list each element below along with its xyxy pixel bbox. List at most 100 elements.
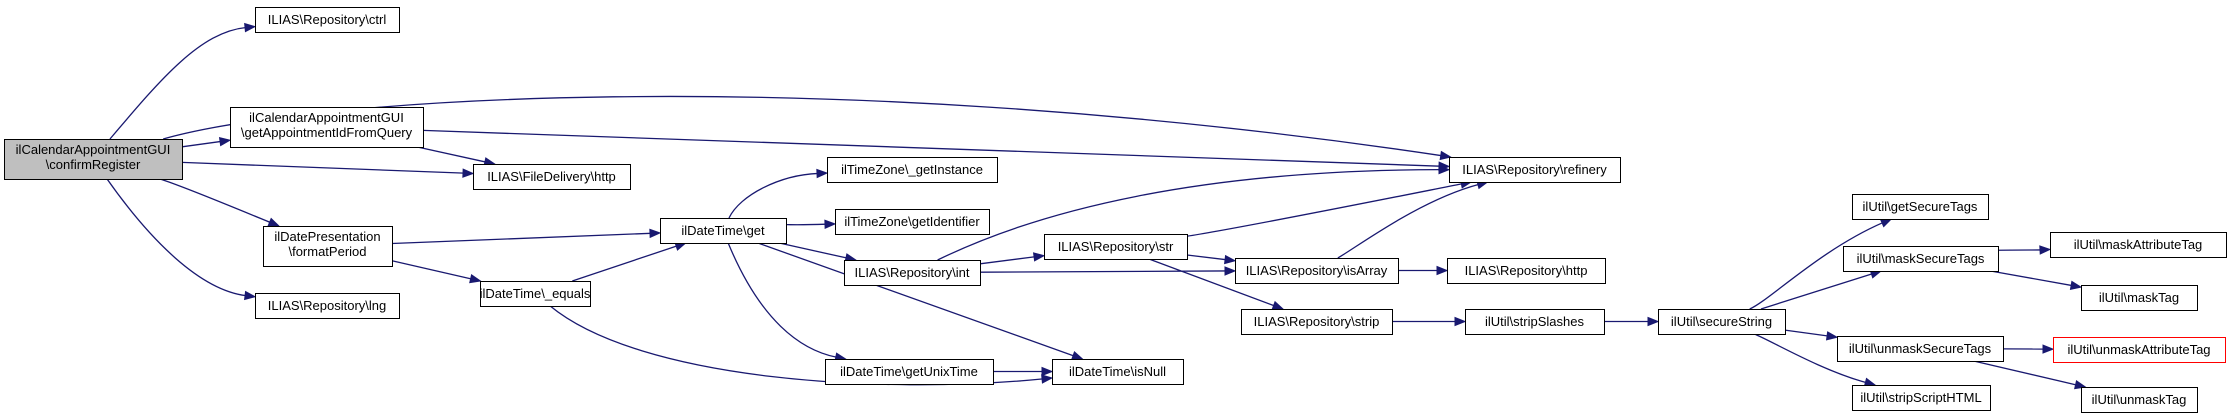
edge-line (779, 242, 848, 259)
node-label: \confirmRegister (46, 157, 141, 172)
edge-unmask-secure-tags-to-unmask-tag (1973, 360, 2087, 390)
node-box (835, 209, 990, 235)
edge-line (159, 178, 271, 224)
node-unmask-attribute-tag[interactable]: ilUtil\unmaskAttributeTag (2053, 337, 2226, 363)
edge-line (1754, 333, 1867, 384)
arrowhead-icon (1032, 252, 1046, 262)
edge-strip-slashes-to-secure-string (1604, 316, 1660, 327)
edge-is-array-to-refinery (1337, 180, 1489, 259)
node-unmask-tag[interactable]: ilUtil\unmaskTag (2081, 387, 2198, 413)
node-fd-http[interactable]: ILIAS\FileDelivery\http (473, 164, 631, 190)
node-mask-attribute-tag[interactable]: ilUtil\maskAttributeTag (2050, 232, 2227, 258)
node-strip-script-html[interactable]: ilUtil\stripScriptHTML (1852, 385, 1991, 411)
arrowhead-icon (1224, 266, 1237, 276)
node-get-secure-tags[interactable]: ilUtil\getSecureTags (1852, 194, 1989, 220)
arrowhead-icon (244, 22, 257, 33)
arrowhead-icon (1041, 366, 1054, 377)
edge-equals-to-get (572, 241, 687, 282)
node-mask-secure-tags[interactable]: ilUtil\maskSecureTags (1843, 246, 1999, 272)
node-box (480, 281, 591, 307)
node-box (1052, 359, 1184, 385)
edge-line (417, 146, 487, 163)
node-box (263, 226, 393, 267)
arrowhead-icon (462, 168, 475, 178)
node-repo-http[interactable]: ILIAS\Repository\http (1447, 258, 1606, 284)
node-root[interactable]: ilCalendarAppointmentGUI\confirmRegister (4, 139, 183, 180)
edge-root-to-format-period (159, 178, 281, 227)
node-secure-string[interactable]: ilUtil\secureString (1658, 309, 1786, 335)
node-is-array[interactable]: ILIAS\Repository\isArray (1235, 258, 1399, 284)
node-label: ilUtil\secureString (1671, 314, 1772, 329)
edge-repo-int-to-is-array (979, 266, 1237, 276)
edge-line (1337, 183, 1480, 259)
node-strip[interactable]: ILIAS\Repository\strip (1241, 309, 1393, 335)
edge-line (1784, 329, 1829, 337)
node-label: ILIAS\Repository\strip (1254, 314, 1380, 329)
node-ctrl[interactable]: ILIAS\Repository\ctrl (255, 7, 400, 33)
node-tz-get-identifier[interactable]: ilTimeZone\getIdentifier (835, 209, 990, 235)
node-box (1447, 258, 1606, 284)
node-lng[interactable]: ILIAS\Repository\lng (255, 293, 400, 319)
node-repo-int[interactable]: ILIAS\Repository\int (844, 260, 981, 286)
node-refinery[interactable]: ILIAS\Repository\refinery (1449, 157, 1621, 183)
call-graph-edges (106, 22, 2087, 390)
edge-line (728, 172, 819, 219)
node-tz-get-instance[interactable]: ilTimeZone\_getInstance (827, 157, 998, 183)
edge-root-to-fd-http (181, 161, 475, 178)
node-label: ilUtil\maskTag (2099, 290, 2179, 305)
edge-repo-int-to-repo-str (979, 252, 1046, 265)
edge-unmask-secure-tags-to-unmask-attribute-tag (2002, 344, 2055, 354)
arrowhead-icon (649, 228, 662, 239)
node-box (2050, 232, 2227, 258)
node-unmask-secure-tags[interactable]: ilUtil\unmaskSecureTags (1837, 336, 2004, 362)
node-get[interactable]: ilDateTime\get (660, 218, 787, 244)
edge-secure-string-to-unmask-secure-tags (1784, 329, 1839, 341)
edge-repo-str-to-refinery (1186, 179, 1473, 237)
node-box (1837, 336, 2004, 362)
node-repo-str[interactable]: ILIAS\Repository\str (1044, 234, 1188, 260)
node-label: ilCalendarAppointmentGUI (249, 110, 404, 125)
node-box (1241, 309, 1393, 335)
node-label: ilUtil\unmaskSecureTags (1849, 341, 1992, 356)
node-label: ilUtil\unmaskAttributeTag (2067, 342, 2210, 357)
edge-line (1760, 273, 1873, 310)
edge-repo-int-to-refinery (937, 164, 1451, 261)
edge-repo-str-to-is-array (1186, 254, 1237, 265)
edge-line (391, 232, 652, 245)
edge-line (109, 26, 247, 140)
node-format-period[interactable]: ilDatePresentation\formatPeriod (263, 226, 393, 267)
edge-root-to-lng (106, 178, 257, 301)
edge-mask-secure-tags-to-mask-attribute-tag (1997, 245, 2052, 255)
node-is-null[interactable]: ilDateTime\isNull (1052, 359, 1184, 385)
node-box (230, 107, 424, 148)
node-label: ILIAS\Repository\str (1058, 239, 1174, 254)
edge-line (181, 140, 222, 148)
edge-line (1990, 270, 2073, 287)
edge-root-to-get-appt-id (181, 136, 232, 148)
node-label: ilUtil\maskSecureTags (1857, 251, 1985, 266)
node-label: ilTimeZone\getIdentifier (844, 214, 980, 229)
node-box (4, 139, 183, 180)
arrowhead-icon (2074, 380, 2087, 390)
node-equals[interactable]: ilDateTime\_equals (480, 281, 591, 307)
node-get-appt-id[interactable]: ilCalendarAppointmentGUI\getAppointmentI… (230, 107, 424, 148)
arrowhead-icon (244, 290, 257, 301)
node-mask-tag[interactable]: ilUtil\maskTag (2081, 285, 2198, 311)
node-box (1658, 309, 1786, 335)
arrowhead-icon (1439, 150, 1452, 161)
node-box (660, 218, 787, 244)
node-strip-slashes[interactable]: ilUtil\stripSlashes (1465, 309, 1605, 335)
node-label: ilUtil\getSecureTags (1863, 199, 1978, 214)
arrowhead-icon (1454, 316, 1467, 327)
arrowhead-icon (218, 136, 232, 147)
node-box (473, 164, 631, 190)
node-label: \formatPeriod (288, 244, 366, 259)
edge-line (979, 256, 1036, 265)
edge-line (181, 161, 465, 174)
arrowhead-icon (1825, 331, 1839, 341)
arrowhead-icon (1071, 351, 1084, 360)
arrowhead-icon (1224, 254, 1237, 265)
node-get-unix-time[interactable]: ilDateTime\getUnixTime (825, 359, 994, 385)
node-box (2081, 285, 2198, 311)
